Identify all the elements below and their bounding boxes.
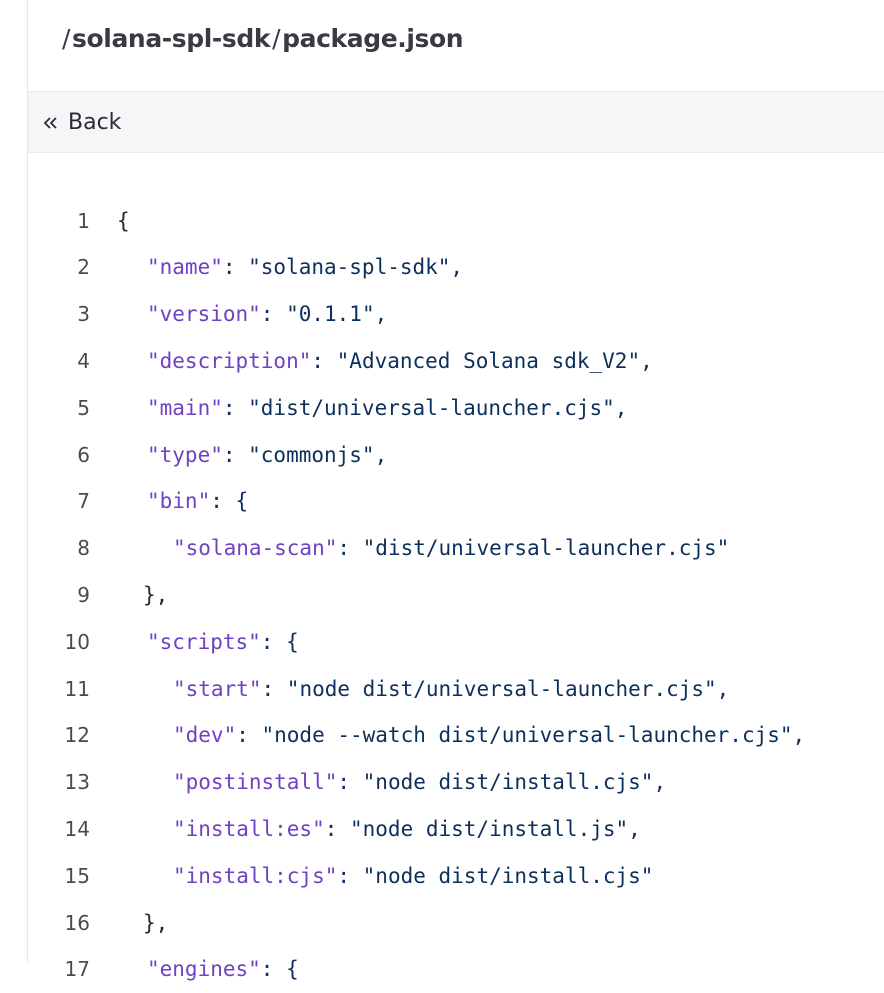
code-line: 14 "install:es": "node dist/install.js", bbox=[28, 805, 641, 852]
json-punctuation: }, bbox=[143, 910, 169, 935]
breadcrumb-repo[interactable]: solana-spl-sdk bbox=[72, 24, 271, 53]
code-line: 10 "scripts": { bbox=[28, 618, 299, 665]
line-content: "bin": { bbox=[117, 489, 248, 513]
line-content: "main": "dist/universal-launcher.cjs", bbox=[117, 396, 627, 420]
line-number: 17 bbox=[64, 957, 90, 982]
json-value: : "dist/universal-launcher.cjs", bbox=[222, 395, 628, 420]
json-value: : "commonjs", bbox=[222, 442, 388, 467]
line-number: 12 bbox=[64, 723, 90, 748]
line-content: "type": "commonjs", bbox=[117, 443, 387, 467]
line-content: "postinstall": "node dist/install.cjs", bbox=[117, 770, 666, 794]
code-line: 7 "bin": { bbox=[28, 478, 248, 525]
back-button[interactable]: Back bbox=[40, 110, 121, 135]
line-number: 10 bbox=[64, 629, 90, 654]
code-line: 15 "install:cjs": "node dist/install.cjs" bbox=[28, 852, 654, 899]
code-line: 1{ bbox=[28, 197, 130, 244]
json-value: : { bbox=[260, 957, 299, 982]
line-content: { bbox=[117, 209, 130, 233]
line-number: 14 bbox=[64, 816, 90, 841]
breadcrumb-file: package.json bbox=[282, 24, 464, 53]
code-line: 8 "solana-scan": "dist/universal-launcher… bbox=[28, 525, 729, 572]
code-line: 4 "description": "Advanced Solana sdk_V2"… bbox=[28, 337, 653, 384]
line-number: 5 bbox=[77, 395, 90, 420]
json-value: : { bbox=[210, 489, 249, 514]
code-line: 17 "engines": { bbox=[28, 946, 299, 993]
line-number: 16 bbox=[64, 910, 90, 935]
json-value: : { bbox=[260, 629, 299, 654]
file-header: /solana-spl-sdk/package.json bbox=[28, 0, 884, 92]
back-label: Back bbox=[68, 110, 122, 135]
code-line: 3 "version": "0.1.1", bbox=[28, 291, 387, 338]
json-key: "type" bbox=[147, 442, 223, 467]
json-key: "bin" bbox=[147, 489, 211, 514]
line-content: "name": "solana-spl-sdk", bbox=[117, 255, 463, 279]
json-key: "name" bbox=[147, 255, 223, 280]
json-key: "dev" bbox=[173, 723, 237, 748]
json-value: : "node dist/install.cjs", bbox=[337, 770, 667, 795]
json-key: "engines" bbox=[147, 957, 261, 982]
line-number: 11 bbox=[64, 676, 90, 701]
json-key: "start" bbox=[173, 676, 262, 701]
json-punctuation: }, bbox=[143, 582, 169, 607]
json-value: : "0.1.1", bbox=[260, 302, 388, 327]
line-content: "start": "node dist/universal-launcher.c… bbox=[117, 677, 729, 701]
line-content: "install:es": "node dist/install.js", bbox=[117, 817, 641, 841]
back-toolbar: Back bbox=[28, 92, 884, 153]
code-line: 12 "dev": "node --watch dist/universal-la… bbox=[28, 712, 806, 759]
code-viewer: 1{2"name": "solana-spl-sdk",3"version": … bbox=[28, 153, 884, 981]
line-content: "solana-scan": "dist/universal-launcher.… bbox=[117, 536, 729, 560]
code-line: 2 "name": "solana-spl-sdk", bbox=[28, 244, 463, 291]
json-value: : "solana-spl-sdk", bbox=[222, 255, 464, 280]
line-number: 1 bbox=[77, 208, 90, 233]
json-key: "version" bbox=[147, 302, 261, 327]
line-number: 3 bbox=[77, 302, 90, 327]
breadcrumb: /solana-spl-sdk/package.json bbox=[60, 24, 464, 53]
code-line: 9}, bbox=[28, 571, 168, 618]
code-line: 11 "start": "node dist/universal-launcher… bbox=[28, 665, 730, 712]
json-key: "solana-scan" bbox=[173, 536, 338, 561]
code-line: 13 "postinstall": "node dist/install.cjs"… bbox=[28, 759, 667, 806]
line-number: 6 bbox=[77, 442, 90, 467]
line-number: 9 bbox=[77, 582, 90, 607]
json-key: "main" bbox=[147, 395, 223, 420]
line-number: 2 bbox=[77, 255, 90, 280]
line-content: "engines": { bbox=[117, 957, 299, 981]
line-content: "version": "0.1.1", bbox=[117, 302, 387, 326]
json-value: : "node dist/install.js", bbox=[324, 816, 641, 841]
breadcrumb-separator: / bbox=[272, 24, 281, 53]
json-value: : "Advanced Solana sdk_V2", bbox=[311, 348, 653, 373]
line-number: 13 bbox=[64, 770, 90, 795]
line-content: "description": "Advanced Solana sdk_V2", bbox=[117, 349, 653, 373]
json-value: : "node --watch dist/universal-launcher.… bbox=[236, 723, 806, 748]
json-value: : "node dist/universal-launcher.cjs", bbox=[261, 676, 730, 701]
code-line: 16}, bbox=[28, 899, 169, 946]
code-line: 6 "type": "commonjs", bbox=[28, 431, 387, 478]
line-content: "scripts": { bbox=[117, 630, 299, 654]
line-content: "dev": "node --watch dist/universal-laun… bbox=[117, 723, 805, 747]
line-content: "install:cjs": "node dist/install.cjs" bbox=[117, 864, 653, 888]
json-value: : "dist/universal-launcher.cjs" bbox=[337, 536, 730, 561]
breadcrumb-separator: / bbox=[62, 24, 71, 53]
line-number: 15 bbox=[64, 863, 90, 888]
json-key: "install:es" bbox=[173, 816, 325, 841]
line-content: }, bbox=[117, 583, 168, 607]
json-key: "install:cjs" bbox=[173, 863, 338, 888]
line-content: }, bbox=[117, 911, 168, 935]
chevrons-left-icon bbox=[40, 112, 62, 134]
line-number: 8 bbox=[77, 536, 90, 561]
json-value: : "node dist/install.cjs" bbox=[337, 863, 654, 888]
json-punctuation: { bbox=[117, 208, 130, 233]
json-key: "description" bbox=[147, 348, 312, 373]
line-number: 7 bbox=[77, 489, 90, 514]
code-line: 5 "main": "dist/universal-launcher.cjs", bbox=[28, 384, 627, 431]
json-key: "postinstall" bbox=[173, 770, 338, 795]
left-border bbox=[27, 0, 28, 962]
line-number: 4 bbox=[77, 348, 90, 373]
json-key: "scripts" bbox=[147, 629, 261, 654]
